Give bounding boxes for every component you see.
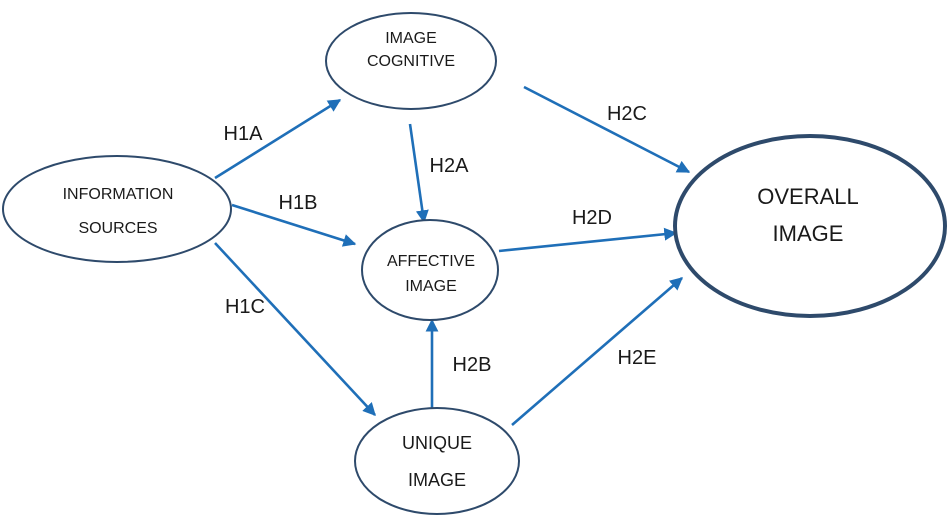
edge-h2e [511,277,683,426]
node-image-cognitive-line1: IMAGE [385,30,437,47]
edge-label-h2a: H2A [430,155,470,177]
node-information-sources-line2: SOURCES [78,220,157,237]
node-overall-image-line2: IMAGE [773,221,844,246]
node-affective-image: AFFECTIVE IMAGE [361,219,499,321]
node-overall-image: OVERALL IMAGE [673,134,947,318]
node-information-sources: INFORMATION SOURCES [2,155,232,263]
edge-label-h2d: H2D [572,207,612,229]
node-information-sources-line1: INFORMATION [63,186,174,203]
edge-h1a [214,98,342,180]
edge-h1c [214,242,376,416]
node-image-cognitive-line2: COGNITIVE [367,53,455,70]
edge-label-h2e: H2E [618,347,657,369]
node-affective-image-line2: IMAGE [405,278,457,295]
edge-h2a [408,123,429,224]
edge-label-h2b: H2B [453,354,492,376]
edge-label-h2c: H2C [607,103,647,125]
edge-h2d [498,227,678,253]
node-unique-image-line1: UNIQUE [402,433,472,453]
edges [214,85,691,426]
node-unique-image-line2: IMAGE [408,470,466,490]
edge-label-h1c: H1C [225,296,265,318]
node-unique-image: UNIQUE IMAGE [354,407,520,515]
node-overall-image-line1: OVERALL [757,184,859,209]
edge-label-h1a: H1A [224,123,264,145]
edge-label-h1b: H1B [279,192,318,214]
edge-labels: H1A H1B H1C H2A H2B H2C H2D H2E [224,103,657,376]
edge-h2c [523,85,691,174]
node-image-cognitive: IMAGE COGNITIVE [325,12,497,110]
edge-h1b [231,203,357,247]
node-affective-image-line1: AFFECTIVE [387,253,475,270]
